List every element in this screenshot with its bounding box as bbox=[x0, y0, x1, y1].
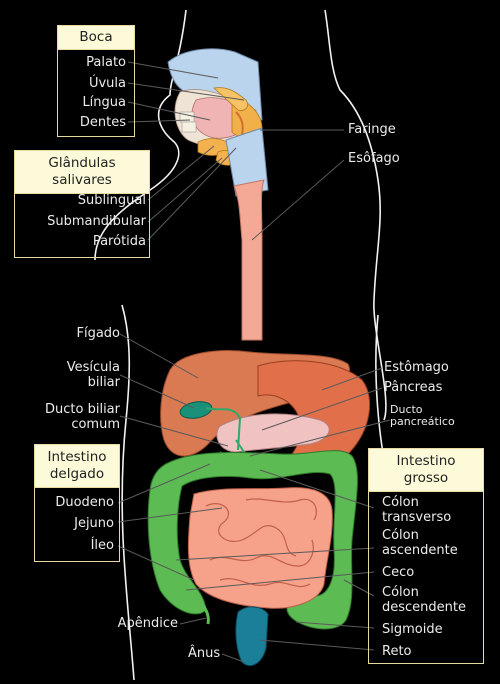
label-ileum: Íleo bbox=[90, 538, 114, 553]
intestine-coils bbox=[205, 498, 317, 588]
label-pancreas: Pâncreas bbox=[384, 380, 443, 395]
label-stomach: Estômago bbox=[384, 360, 449, 375]
rectum-shape bbox=[235, 606, 269, 666]
mouth-group-box: Boca bbox=[57, 25, 135, 137]
label-pharynx: Faringe bbox=[348, 122, 396, 137]
label-transverse-colon: Cólon transverso bbox=[382, 495, 452, 525]
salivary-glands-group-title: Glândulas salivares bbox=[15, 151, 149, 194]
appendix-shape bbox=[196, 597, 210, 625]
label-anus: Ânus bbox=[188, 646, 221, 661]
label-parotid: Parótida bbox=[92, 234, 146, 249]
salivary-glands-group-box: Glândulas salivares bbox=[14, 150, 150, 258]
label-rectum: Reto bbox=[382, 644, 412, 659]
label-sublingual: Sublingual bbox=[77, 193, 146, 208]
label-cecum: Ceco bbox=[382, 565, 415, 580]
label-common-bile-duct: Ducto biliar comum bbox=[45, 402, 120, 432]
label-submandibular: Submandibular bbox=[47, 214, 146, 229]
large-intestine-group-box: Intestino grosso bbox=[368, 448, 484, 664]
large-intestine-shape bbox=[147, 450, 358, 630]
label-gallbladder: Vesícula biliar bbox=[66, 360, 120, 390]
small-intestine-group-title: Intestino delgado bbox=[35, 445, 119, 488]
label-uvula: Úvula bbox=[88, 76, 126, 91]
label-duodenum: Duodeno bbox=[55, 495, 114, 510]
label-appendix: Apêndice bbox=[117, 616, 178, 631]
label-descending-colon: Cólon descendente bbox=[382, 585, 466, 615]
label-pancreatic-duct: Ducto pancreático bbox=[390, 403, 455, 428]
label-jejunum: Jejuno bbox=[74, 516, 114, 531]
label-ascending-colon: Cólon ascendente bbox=[382, 528, 458, 558]
label-sigmoid: Sigmoide bbox=[382, 622, 443, 637]
large-intestine-group-title: Intestino grosso bbox=[369, 449, 483, 492]
leader-lines bbox=[117, 61, 391, 663]
small-intestine-group-box: Intestino delgado bbox=[34, 444, 120, 562]
esophagus-shape bbox=[225, 127, 269, 341]
label-esophagus: Esôfago bbox=[348, 151, 400, 166]
label-liver: Fígado bbox=[76, 326, 120, 341]
label-teeth: Dentes bbox=[79, 115, 126, 130]
small-intestine-shape bbox=[187, 487, 333, 609]
mouth-group-title: Boca bbox=[58, 26, 134, 50]
label-tongue: Língua bbox=[82, 95, 126, 110]
label-palate: Palato bbox=[86, 55, 126, 70]
